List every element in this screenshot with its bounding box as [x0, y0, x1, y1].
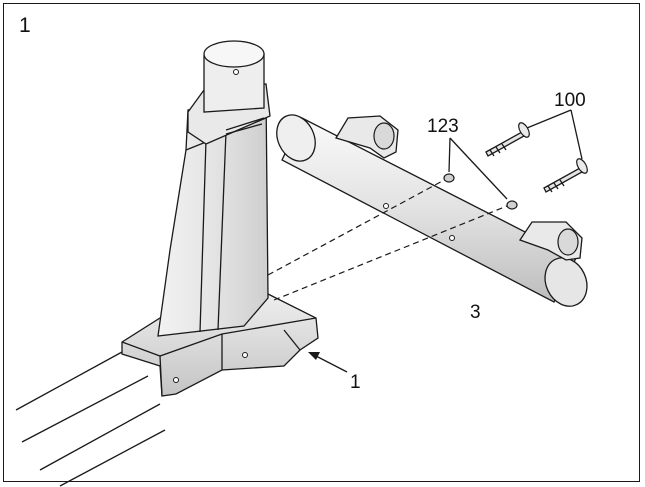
upright-post [157, 40, 271, 337]
callout-100: 100 [554, 90, 586, 111]
callout-3: 3 [470, 302, 481, 323]
step-number: 1 [19, 14, 31, 37]
base-rails [15, 351, 166, 487]
washers [443, 173, 518, 210]
callout-1: 1 [350, 372, 361, 393]
bolts [485, 122, 588, 193]
callout-123: 123 [427, 116, 459, 137]
crossbar-tube [276, 114, 588, 307]
alignment-lines [267, 177, 513, 301]
leader-lines [308, 109, 583, 373]
